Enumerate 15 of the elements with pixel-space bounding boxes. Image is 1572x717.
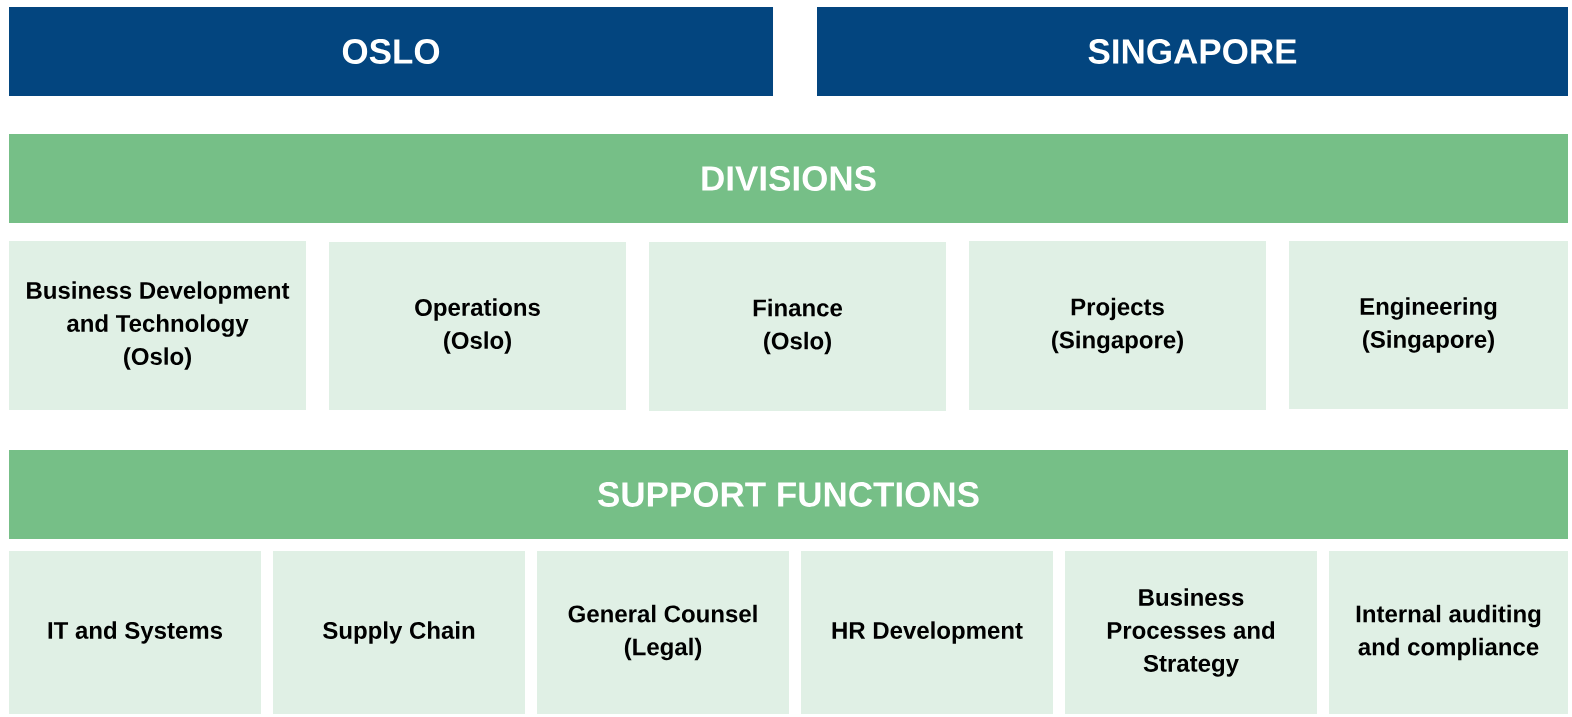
section-band: DIVISIONS (9, 134, 1568, 223)
unit-box: IT and Systems (9, 551, 261, 714)
location-band: OSLO (9, 7, 773, 96)
unit-box: Projects (Singapore) (969, 241, 1266, 410)
unit-box: Business Processes and Strategy (1065, 551, 1317, 714)
section-band: SUPPORT FUNCTIONS (9, 450, 1568, 539)
unit-box: Finance (Oslo) (649, 242, 946, 411)
unit-box: HR Development (801, 551, 1053, 714)
unit-box: Supply Chain (273, 551, 525, 714)
unit-box: Engineering (Singapore) (1289, 241, 1568, 409)
unit-box: Internal auditing and compliance (1329, 551, 1568, 714)
unit-box: Operations (Oslo) (329, 242, 626, 410)
unit-box: Business Development and Technology (Oslo) (9, 241, 306, 410)
location-band: SINGAPORE (817, 7, 1568, 96)
unit-box: General Counsel (Legal) (537, 551, 789, 714)
